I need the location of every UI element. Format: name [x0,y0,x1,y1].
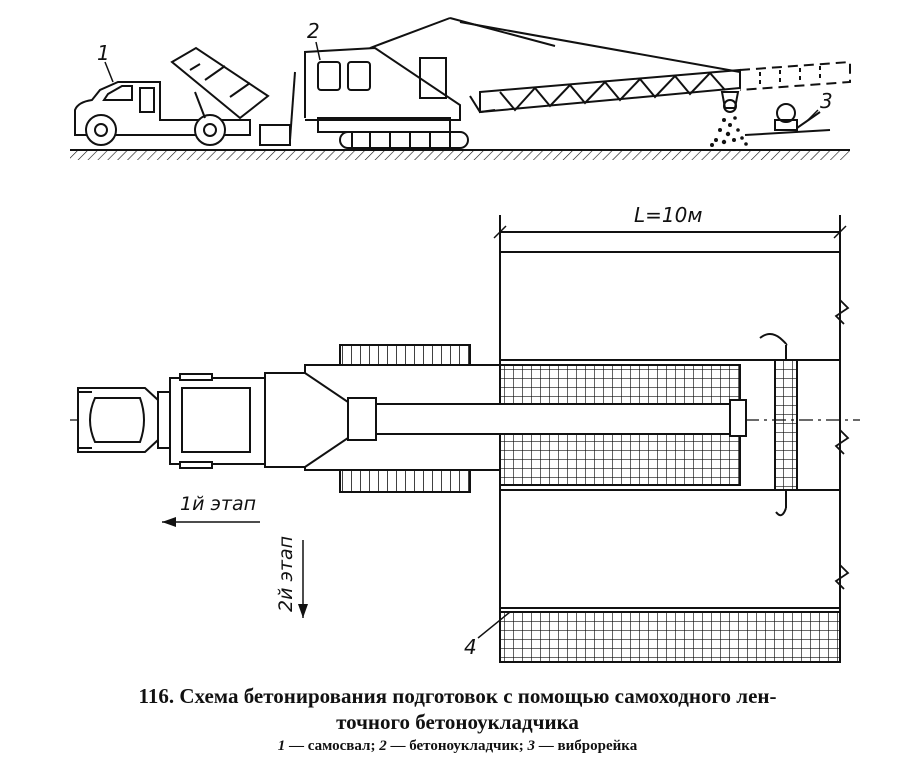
label-screed: 3 [820,89,833,113]
dump-truck [74,46,270,146]
caption-title-cont: точного бетоноукладчика [336,710,579,734]
label-paver: 2 [307,19,320,43]
mesh-strip-4 [499,611,841,663]
paver-plan [77,344,747,493]
plan-view [70,41,860,663]
stage1-label: 1й этап [180,493,256,515]
legend-text-1: — самосвал; [285,738,380,754]
concrete-pile [710,116,748,147]
legend-text-2: — бетоноукладчик; [386,738,528,754]
stage2-label: 2й этап [275,536,297,612]
screed-plan [774,359,798,491]
legend-num-2: 2 [379,738,387,754]
caption-legend: 1 — самосвал; 2 — бетоноукладчик; 3 — ви… [0,738,915,755]
legend-num-1: 1 [277,738,286,754]
vibro-screed [744,103,831,136]
side-view [70,17,851,160]
dimension-label: L=10м [634,203,702,227]
diagram: 1 2 3 4 L=10м 1й этап 2й этап [70,17,860,663]
paver-side [259,17,851,149]
label-truck: 1 [97,41,110,65]
ground-hatch [70,150,850,160]
label-mesh: 4 [464,635,477,659]
caption-title: 116. Схема бетонирования подготовок с по… [138,684,777,708]
legend-num-3: 3 [527,738,536,754]
legend-text-3: — виброрейка [535,738,638,754]
